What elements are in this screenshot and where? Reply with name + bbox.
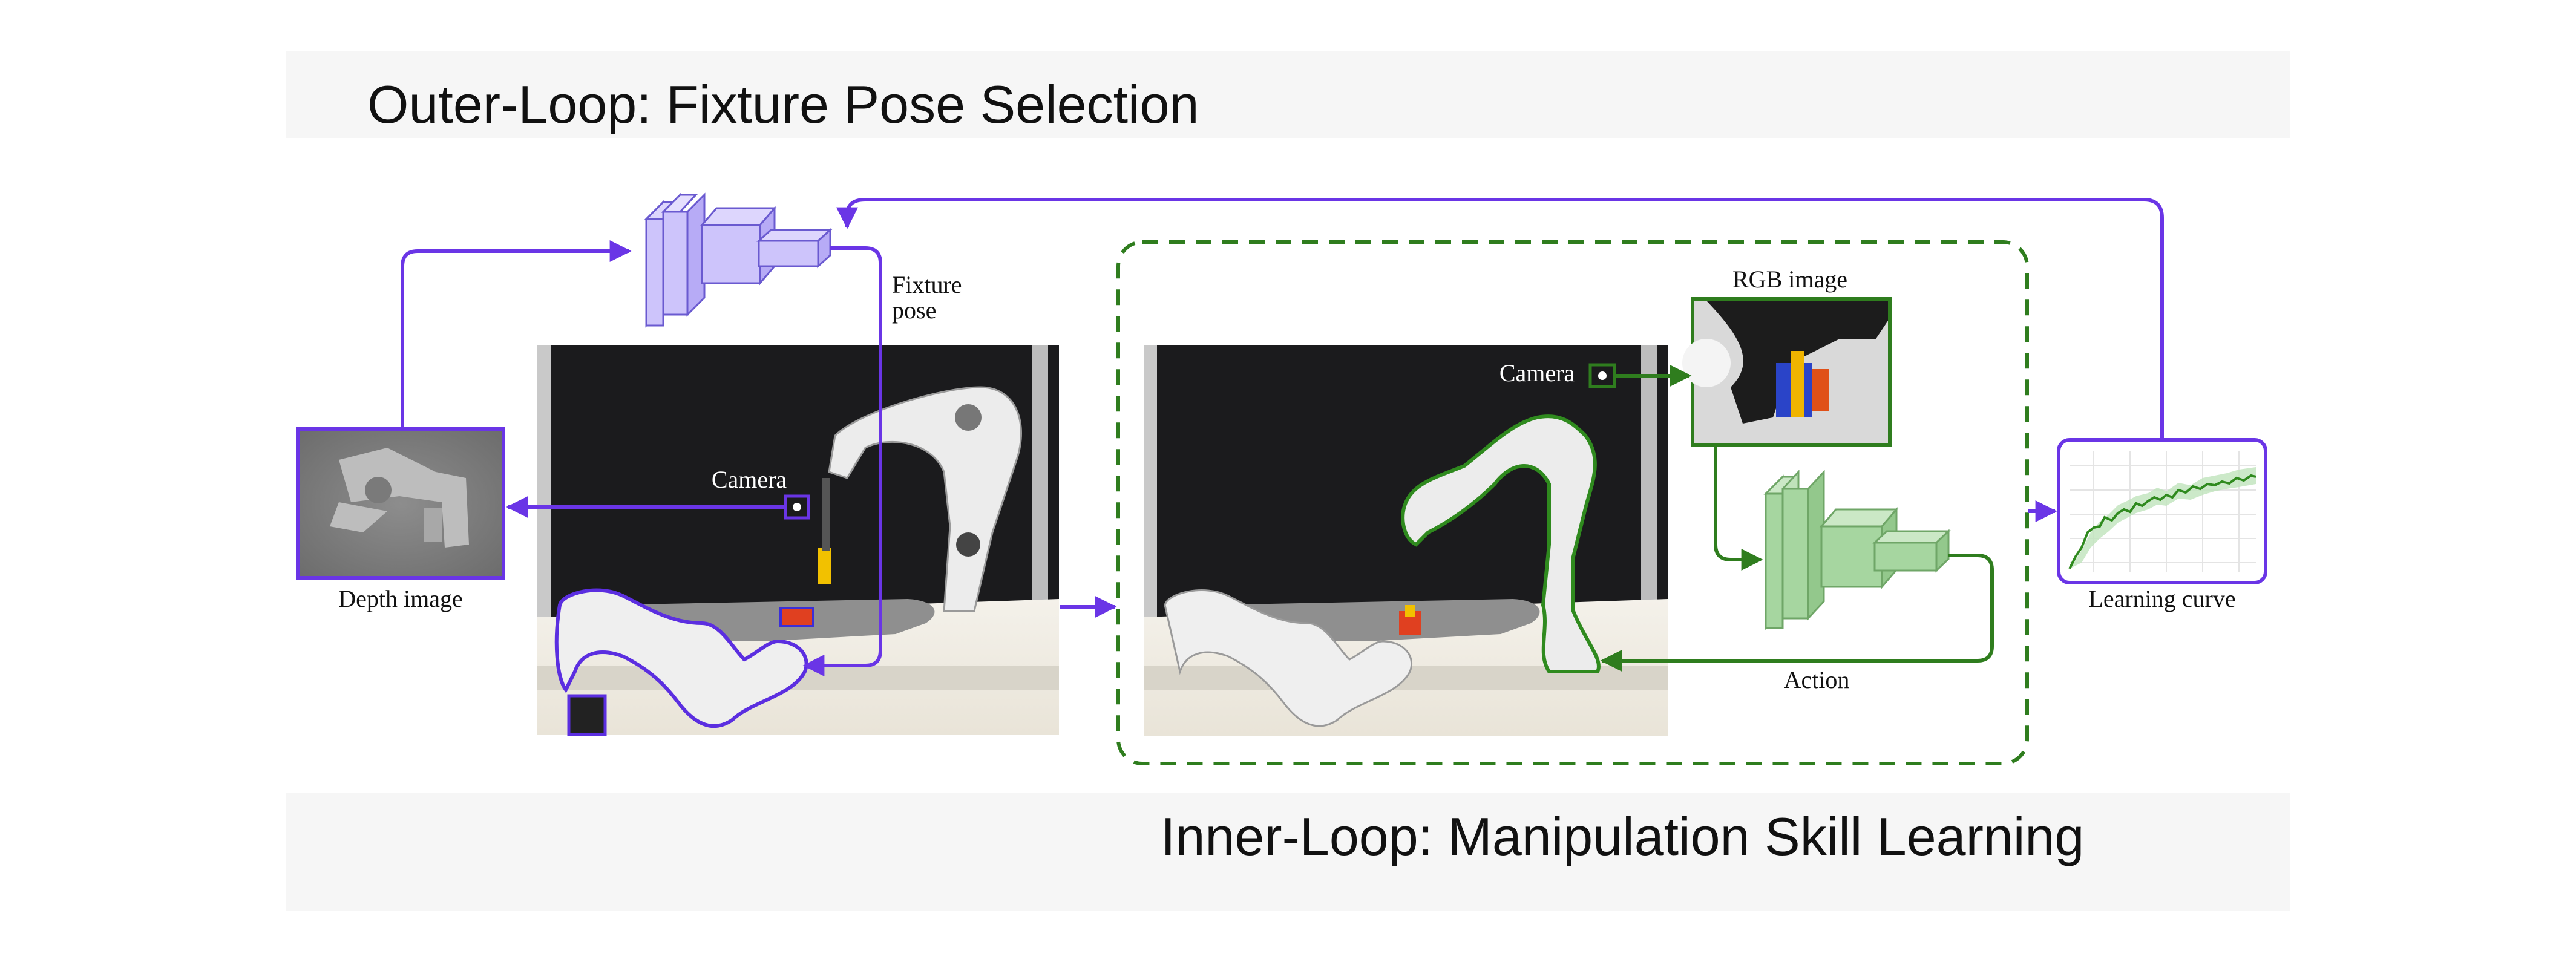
arrow-network-to-robot [1600, 554, 1994, 672]
outer-robot-photo [537, 345, 1059, 736]
outer-network-icon [644, 192, 833, 328]
arrow-curve-to-network [836, 198, 2164, 440]
arrow-depth-to-network [401, 240, 632, 429]
inner-loop-banner [286, 793, 2290, 911]
inner-loop-title: Inner-Loop: Manipulation Skill Learning [1161, 807, 2084, 866]
inner-loop-dashed-box [1116, 240, 2029, 765]
outer-loop-title: Outer-Loop: Fixture Pose Selection [367, 74, 1199, 134]
inner-camera-label: Camera [1499, 359, 1575, 387]
inner-loop-connectors [1600, 365, 1994, 672]
rgb-image-label: RGB image [1732, 266, 1847, 293]
fixture-pose-label-line1: Fixture [892, 271, 962, 298]
inner-network-icon [1763, 470, 1951, 630]
learning-curve-plot [2057, 438, 2267, 584]
inner-robot-photo [1144, 345, 1668, 736]
depth-image-label: Depth image [338, 585, 463, 612]
outer-loop-connectors [401, 198, 2164, 676]
arrow-rgb-to-network [1714, 445, 1763, 571]
fixture-pose-label-line2: pose [892, 296, 936, 324]
action-label: Action [1784, 666, 1850, 693]
depth-image [296, 427, 505, 580]
rgb-image [1682, 297, 1892, 447]
learning-curve-label: Learning curve [2088, 585, 2235, 612]
arrow-network-to-fixture [802, 246, 882, 676]
outer-loop-banner [286, 51, 2290, 138]
outer-camera-label: Camera [712, 466, 787, 493]
